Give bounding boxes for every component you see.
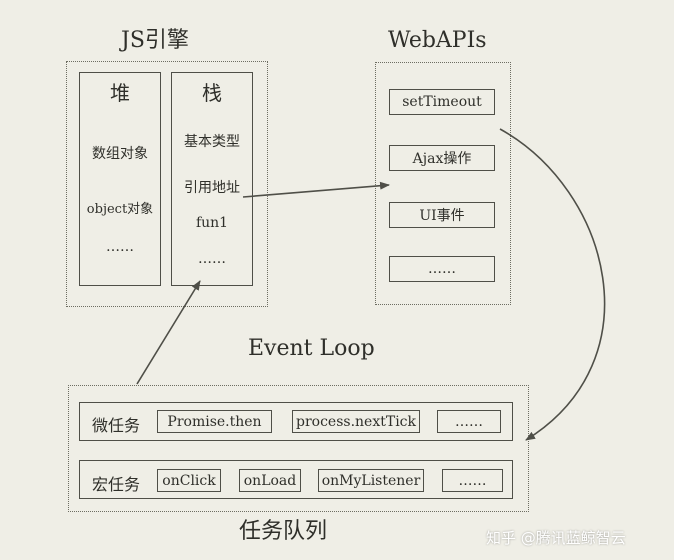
- webapis-container: [375, 62, 511, 305]
- webapi-item: Ajax操作: [389, 145, 495, 171]
- event-loop-label: Event Loop: [248, 336, 375, 361]
- arrow-webapis-to-queue: [499, 128, 606, 441]
- macro-task-item: onClick: [157, 469, 221, 492]
- stack-item: ……: [198, 251, 226, 267]
- task-queue-title: 任务队列: [239, 519, 328, 544]
- stack-column: 栈 基本类型 引用地址 fun1 ……: [171, 72, 253, 286]
- js-engine-container: [66, 61, 268, 307]
- heap-item: object对象: [86, 202, 154, 217]
- micro-task-label: 微任务: [92, 416, 141, 435]
- micro-task-row: [79, 402, 513, 441]
- webapis-title: WebAPIs: [388, 28, 487, 53]
- micro-task-item: ……: [437, 410, 501, 433]
- stack-item: 基本类型: [184, 134, 240, 150]
- arrow-stack-to-webapis: [242, 181, 390, 198]
- macro-task-item: onLoad: [239, 469, 301, 492]
- stack-item: 引用地址: [184, 180, 240, 196]
- js-engine-title: JS引擎: [121, 28, 189, 53]
- heap-title: 堆: [110, 81, 130, 105]
- macro-task-row: [79, 460, 513, 499]
- micro-task-item: Promise.then: [157, 410, 272, 433]
- heap-item: ……: [106, 239, 134, 255]
- macro-task-item: onMyListener: [318, 469, 424, 492]
- task-queue-container: [68, 385, 529, 512]
- webapi-item: setTimeout: [389, 89, 495, 115]
- macro-task-item: ……: [442, 469, 503, 492]
- macro-task-label: 宏任务: [92, 475, 141, 494]
- webapi-item: UI事件: [389, 202, 495, 228]
- heap-item: 数组对象: [92, 146, 148, 162]
- watermark: 知乎 @腾讯蓝鲸智云: [486, 529, 626, 547]
- heap-column: 堆 数组对象 object对象 ……: [79, 72, 161, 286]
- stack-item: fun1: [195, 215, 229, 231]
- webapi-item: ……: [389, 256, 495, 282]
- stack-title: 栈: [202, 81, 222, 105]
- micro-task-item: process.nextTick: [292, 410, 420, 433]
- arrow-queue-to-stack: [136, 280, 201, 385]
